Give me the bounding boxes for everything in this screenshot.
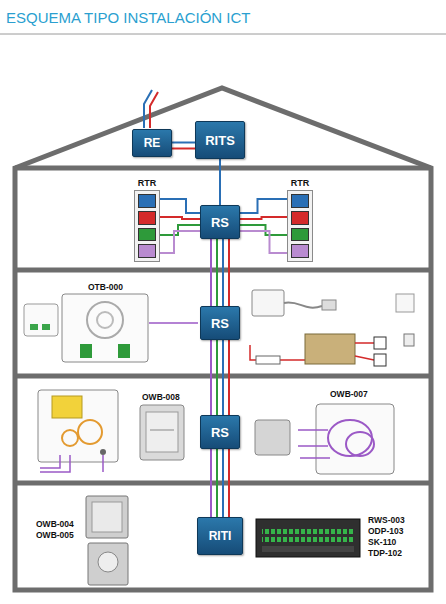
part-number: SK-110 bbox=[368, 537, 396, 547]
cable bbox=[172, 148, 195, 150]
part-number: OTB-000 bbox=[88, 282, 123, 292]
panel-heading: RTR bbox=[291, 178, 310, 188]
house-outline bbox=[15, 88, 431, 590]
part-number: RWS-003 bbox=[368, 515, 405, 525]
rtr-panel: RTR bbox=[287, 178, 313, 262]
cable bbox=[160, 199, 200, 213]
cable bbox=[222, 239, 224, 306]
rtr-panel: RTR bbox=[134, 178, 160, 262]
part-number: TDP-102 bbox=[368, 548, 402, 558]
outlet-port bbox=[138, 194, 156, 208]
entry-wires bbox=[144, 90, 158, 128]
outlet-panel bbox=[134, 190, 160, 262]
cable bbox=[216, 449, 218, 517]
cable bbox=[210, 340, 212, 415]
cable bbox=[240, 217, 287, 219]
panel-heading: RTR bbox=[138, 178, 157, 188]
outlet-port bbox=[138, 211, 156, 225]
owb-007-devices bbox=[255, 404, 394, 474]
cable bbox=[210, 449, 212, 517]
outlet-port bbox=[291, 194, 309, 208]
cable bbox=[216, 239, 218, 306]
part-number: ODP-103 bbox=[368, 526, 403, 536]
rs-box: RS bbox=[200, 306, 240, 340]
cable-bundle bbox=[220, 159, 221, 205]
rits-box: RITS bbox=[195, 121, 245, 159]
box-label: RS bbox=[211, 316, 229, 331]
cable bbox=[216, 340, 218, 415]
box-label: RS bbox=[211, 215, 229, 230]
cable bbox=[219, 159, 221, 205]
outlet-panel bbox=[287, 190, 313, 262]
outlet-port bbox=[138, 244, 156, 258]
outlet-port bbox=[291, 211, 309, 225]
riti-box: RITI bbox=[197, 517, 243, 555]
cable bbox=[160, 231, 200, 253]
page-title: ESQUEMA TIPO INSTALACIÓN ICT bbox=[6, 9, 251, 26]
cable bbox=[228, 239, 230, 306]
part-number: OWB-008 bbox=[142, 392, 180, 402]
cable bbox=[240, 199, 287, 213]
owb-008-devices bbox=[38, 390, 184, 472]
cable-bundle bbox=[172, 143, 195, 149]
cable-bundle bbox=[160, 199, 200, 253]
cable-bundle bbox=[211, 449, 229, 517]
rs-box: RS bbox=[200, 415, 240, 449]
part-number: OWB-005 bbox=[36, 530, 74, 540]
part-number: OWB-004 bbox=[36, 519, 74, 529]
rs-box: RS bbox=[200, 205, 240, 239]
cable-bundle bbox=[240, 199, 287, 253]
cable bbox=[228, 449, 230, 517]
box-label: RE bbox=[144, 136, 161, 150]
outlet-port bbox=[291, 228, 309, 242]
cable bbox=[222, 449, 224, 517]
outlet-port bbox=[138, 228, 156, 242]
part-number: OWB-007 bbox=[330, 389, 368, 399]
title-rule bbox=[0, 34, 446, 35]
cable bbox=[228, 340, 230, 415]
cable bbox=[172, 142, 195, 144]
box-label: RITI bbox=[209, 529, 232, 543]
cable bbox=[210, 239, 212, 306]
cable-bundle bbox=[211, 340, 229, 415]
outlet-port bbox=[291, 244, 309, 258]
cable bbox=[240, 231, 287, 253]
box-label: RS bbox=[211, 425, 229, 440]
otb-device bbox=[24, 294, 198, 362]
box-label: RITS bbox=[205, 133, 235, 148]
cable bbox=[222, 340, 224, 415]
cable-bundle bbox=[211, 239, 229, 306]
cable bbox=[160, 217, 200, 219]
registro-box: RE bbox=[132, 129, 172, 157]
copper-devices bbox=[250, 290, 414, 366]
